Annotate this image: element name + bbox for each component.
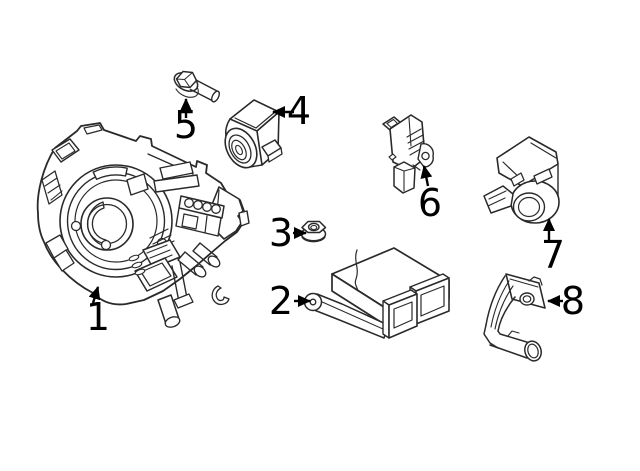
callout-3-label: 3 <box>269 211 293 255</box>
callout-4-label: 4 <box>287 89 311 133</box>
callout-6-label: 6 <box>418 181 442 225</box>
part-3-nut-drawing <box>300 220 327 243</box>
callout-6-arrow <box>420 165 433 187</box>
part-5-bolt-drawing <box>173 70 220 103</box>
callout-7-label: 7 <box>541 233 565 277</box>
callout-8: 8 <box>547 279 585 323</box>
callout-3: 3 <box>269 211 307 255</box>
callout-2: 2 <box>269 279 311 323</box>
callout-4: 4 <box>272 89 311 133</box>
part-8-bracket-drawing <box>483 273 546 362</box>
part-1-clockspring-drawing <box>36 122 250 328</box>
part-4-impact-sensor-drawing <box>224 99 283 169</box>
callout-1-label: 1 <box>86 295 110 339</box>
callout-1-arrow <box>88 286 101 304</box>
part-2-control-module-drawing <box>303 247 450 339</box>
callout-1: 1 <box>86 286 110 339</box>
callout-2-label: 2 <box>269 279 293 323</box>
callout-5-label: 5 <box>174 103 198 147</box>
callout-6: 6 <box>418 165 442 225</box>
callout-5: 5 <box>174 98 198 147</box>
callout-8-label: 8 <box>561 279 585 323</box>
part-7-impact-sensor-drawing <box>483 136 560 224</box>
part-6-side-sensor-drawing <box>382 114 434 194</box>
callout-7: 7 <box>541 218 565 277</box>
